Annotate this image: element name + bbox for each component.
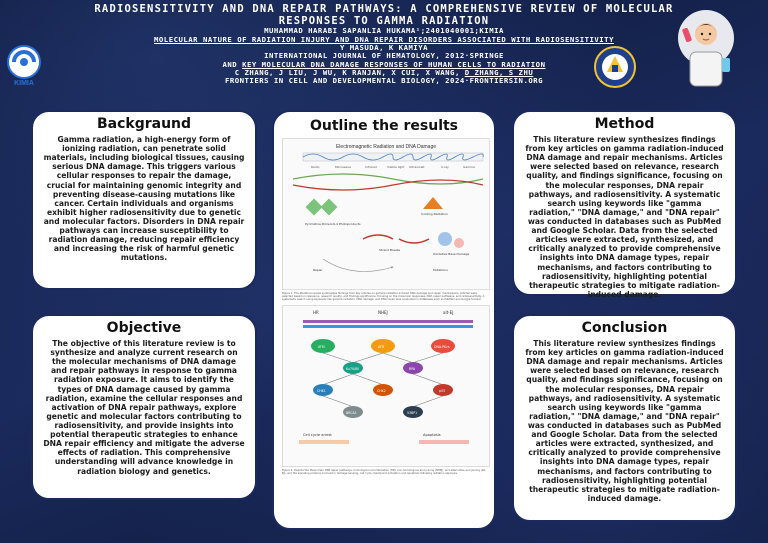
kimia-logo-text: KIMIA xyxy=(14,80,34,87)
protein-53bp1: 53BP1 xyxy=(407,411,417,415)
strand-break-icon xyxy=(362,234,430,244)
ionizing-radiation-icon xyxy=(423,197,443,209)
protein-brca1: BRCA1 xyxy=(346,411,357,415)
university-seal-logo xyxy=(594,46,636,88)
band-visible: Visible light xyxy=(387,165,405,169)
protein-ku: Ku70/80 xyxy=(346,367,359,371)
oxidative-damage-icon xyxy=(438,232,464,248)
reference2-authors-line: C ZHANG, J LIU, J WU, K RANJAN, X CUI, X… xyxy=(40,68,728,78)
protein-p53: p53 xyxy=(439,389,445,393)
objective-card: Objective The objective of this literatu… xyxy=(31,314,257,500)
author-line: MUHAMMAD HARABI SAPANLIA HUKAMA¹;2401040… xyxy=(264,26,504,36)
band-infrared: Infrared xyxy=(365,165,377,169)
method-heading: Method xyxy=(594,116,655,132)
band-microwave: Microwave xyxy=(335,165,351,169)
conclusion-body: This literature review synthesizes findi… xyxy=(525,339,724,503)
label-mutations: Mutations xyxy=(433,268,448,272)
reference1-title: MOLECULAR NATURE OF RADIATION INJURY AND… xyxy=(154,34,614,44)
figure-1-radiation-dna-damage: Electromagnetic Radiation and DNA Damage… xyxy=(282,138,490,290)
protein-nodes xyxy=(311,339,455,419)
figure-2-caption: Figure 2. Depicts the three main DSB rep… xyxy=(282,469,486,476)
method-card: Method This literature review synthesize… xyxy=(512,110,737,299)
background-body: Gamma radiation, a high-energy form of i… xyxy=(43,135,245,263)
pathway-nhej: NHEJ xyxy=(378,310,388,315)
scientist-avatar xyxy=(676,8,736,88)
pathway-hr: HR xyxy=(313,310,319,315)
figure-2-repair-pathways: HR NHEJ alt-EJ ATM ATR DNA-PKcs xyxy=(282,305,490,468)
band-xray: X-ray xyxy=(441,165,449,169)
protein-atr: ATR xyxy=(378,345,385,349)
reference1-authors: Y MASUDA, K KAMIYA xyxy=(339,42,429,52)
conclusion-card: Conclusion This literature review synthe… xyxy=(512,314,737,522)
band-gamma: Gamma xyxy=(463,165,475,169)
band-radio: Radio xyxy=(311,165,320,169)
protein-chk1: CHK1 xyxy=(317,389,326,393)
reference1-journal: INTERNATIONAL JOURNAL OF HEMATOLOGY, 201… xyxy=(264,51,504,61)
label-pyrimidine-dimers: Pyrimidine Dimers xyxy=(305,222,333,226)
figure-1-caption: Figure 1. The literature review synthesi… xyxy=(282,292,485,302)
protein-rpa: RPA xyxy=(409,367,416,371)
dna-duplex-icon xyxy=(303,320,473,329)
objective-heading: Objective xyxy=(106,320,182,336)
outline-results-card: Outline the results Electromagnetic Radi… xyxy=(272,110,496,530)
reference2-title-line: AND KEY MOLECULAR DNA DAMAGE RESPONSES O… xyxy=(40,59,728,69)
poster-title-line1: RADIOSENSITIVITY AND DNA REPAIR PATHWAYS… xyxy=(94,3,674,15)
pathway-arrows xyxy=(322,353,444,407)
reference2-and: AND xyxy=(222,59,243,69)
conclusion-heading: Conclusion xyxy=(581,320,668,336)
kimia-logo: KIMIA xyxy=(4,44,44,90)
label-strand-breaks: Strand Breaks xyxy=(379,248,401,252)
outcome-apoptosis: Apoptosis xyxy=(423,433,441,437)
protein-dna-pkcs: DNA-PKcs xyxy=(434,345,450,349)
pyrimidine-dimer-icon xyxy=(305,198,338,216)
objective-body: The objective of this literature review … xyxy=(43,339,245,476)
reference2-title: KEY MOLECULAR DNA DAMAGE RESPONSES OF HU… xyxy=(242,59,546,69)
pathway-alt-ej: alt-EJ xyxy=(443,310,453,315)
label-repair: Repair xyxy=(313,268,323,272)
fig1-title: Electromagnetic Radiation and DNA Damage xyxy=(336,144,436,150)
poster-header: RADIOSENSITIVITY AND DNA REPAIR PATHWAYS… xyxy=(40,3,728,86)
poster-title-line2: RESPONSES TO GAMMA RADIATION xyxy=(278,15,490,28)
protein-chk2: CHK2 xyxy=(377,389,386,393)
label-photoproducts: 6-4 Photoproducts xyxy=(333,222,361,226)
band-ultraviolet: Ultraviolet xyxy=(409,165,425,169)
reference2-authors-underlined: D ZHANG, S ZHU xyxy=(464,68,534,78)
protein-atm: ATM xyxy=(318,345,325,349)
dna-helix-icon xyxy=(292,173,484,191)
method-body: This literature review synthesizes findi… xyxy=(525,135,724,299)
background-card: Backgraund Gamma radiation, a high-energ… xyxy=(31,110,257,290)
spectrum-bar xyxy=(302,152,484,162)
reference2-authors: C ZHANG, J LIU, J WU, K RANJAN, X CUI, X… xyxy=(234,68,465,78)
label-oxidative-damage: Oxidative Base Damage xyxy=(433,252,469,256)
background-heading: Backgraund xyxy=(96,116,192,132)
outcome-cell-cycle-arrest: Cell cycle arrest xyxy=(303,433,332,437)
outline-heading: Outline the results xyxy=(309,118,459,134)
label-ionizing-radiation: Ionizing Radiation xyxy=(421,212,448,216)
reference2-journal: FRONTIERS IN CELL AND DEVELOPMENTAL BIOL… xyxy=(224,76,544,86)
